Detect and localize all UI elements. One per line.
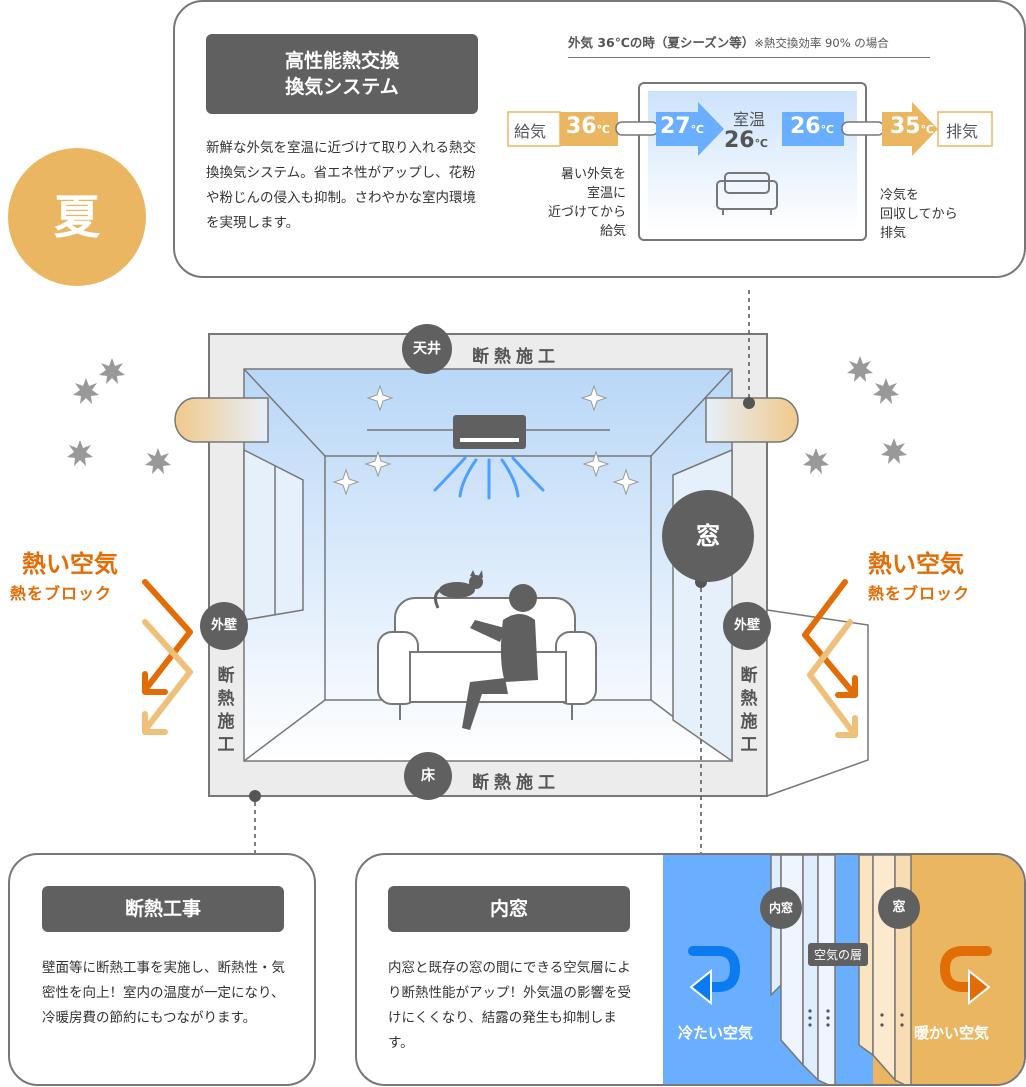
sofa-icon <box>716 172 778 215</box>
note-right: 冷気を 回収してから 排気 <box>880 188 958 241</box>
warm-air-arrow <box>939 946 992 992</box>
condition-main: 外気 36℃の時（夏シーズン等） <box>568 35 755 50</box>
sparkle-icons <box>332 384 640 496</box>
exhaust-label: 排気 <box>946 122 979 141</box>
temp-supply-value: 27 <box>660 114 691 139</box>
cold-air-label: 冷たい空気 <box>678 1024 754 1042</box>
inner-window-title: 内窓 <box>388 886 630 932</box>
inner-window-description: 内窓と既存の窓の間にできる空気層により断熱性能がアップ！外気温の影響を受けにくく… <box>388 960 631 1051</box>
insulation-title: 断熱工事 <box>42 886 284 932</box>
inner-window-diagram <box>663 855 1024 1084</box>
cat-illustration <box>433 570 483 609</box>
temp-outside-out: 35℃ <box>890 114 934 139</box>
temp-outside-out-value: 35 <box>890 114 921 139</box>
right-outer-window <box>766 609 869 798</box>
left-wall-window <box>243 448 304 621</box>
hot-air-arrows-right <box>802 579 858 738</box>
warm-air-arrowhead <box>968 968 991 1006</box>
floor-insulation-text: 断熱施工 <box>472 773 560 793</box>
hot-air-right-sub: 熱をブロック <box>868 584 971 603</box>
insulation-description: 壁面等に断熱工事を実施し、断熱性・気密性を向上！室内の温度が一定になり、冷暖房費… <box>42 960 285 1026</box>
ventilation-condition: 外気 36℃の時（夏シーズン等）※熱交換効率 90% の場合 <box>568 32 930 58</box>
temp-supply: 27℃ <box>660 114 704 139</box>
inner-window-badge: 内窓 <box>760 887 802 929</box>
air-conditioner <box>453 415 526 449</box>
room-temp-value: 26 <box>724 128 755 153</box>
ceiling-insulation-text: 断熱施工 <box>472 347 560 367</box>
dust-particles <box>67 356 907 474</box>
temp-outside-in: 36℃ <box>566 114 610 139</box>
hot-air-left-title: 熱い空気 <box>22 550 118 578</box>
ventilation-description: 新鮮な外気を室温に近づけて取り入れる熱交換換気システム。省エネ性がアップし、花粉… <box>206 140 476 231</box>
wall-badge-right: 外壁 <box>723 602 771 650</box>
return-box <box>782 112 844 146</box>
temp-unit: ℃ <box>920 123 934 136</box>
temp-return-value: 26 <box>790 114 821 139</box>
temp-unit: ℃ <box>754 137 768 150</box>
warm-air-label: 暖かい空気 <box>914 1024 990 1042</box>
room-temp: 26℃ <box>724 128 768 153</box>
heat-exchange-diagram <box>507 82 993 241</box>
person-illustration <box>462 584 538 730</box>
outside-in-box <box>560 112 618 146</box>
wall-insulation-right: 断熱施工 <box>740 666 758 755</box>
condition-note: ※熱交換効率 90% の場合 <box>754 36 889 50</box>
room-temp-label: 室温 <box>733 110 766 129</box>
temp-unit: ℃ <box>596 123 610 136</box>
temp-unit: ℃ <box>690 123 704 136</box>
wall-badge-left: 外壁 <box>200 602 248 650</box>
window-badge: 窓 <box>662 490 754 582</box>
cold-air-arrowhead <box>689 968 712 1006</box>
window-badge-small: 窓 <box>878 887 920 929</box>
temp-return: 26℃ <box>790 114 834 139</box>
wall-insulation-left: 断熱施工 <box>217 666 235 755</box>
supply-arrow <box>656 102 724 156</box>
frame-screws <box>808 1009 904 1027</box>
duct-left <box>174 397 269 443</box>
ceiling-badge: 天井 <box>402 324 452 374</box>
hot-air-left-sub: 熱をブロック <box>10 584 113 603</box>
connector-right <box>841 121 885 136</box>
exhaust-label-box <box>937 111 993 147</box>
floor-badge: 床 <box>404 752 452 800</box>
season-badge: 夏 <box>8 148 146 286</box>
note-left: 暑い外気を 室温に 近づけてから 給気 <box>547 167 626 239</box>
hot-air-arrows-left <box>142 579 193 735</box>
ventilation-title-line1: 高性能熱交換 <box>284 50 399 72</box>
cool-air-icon <box>433 456 545 500</box>
temp-unit: ℃ <box>820 123 834 136</box>
duct-right <box>705 397 799 443</box>
sofa-illustration <box>377 597 597 720</box>
hot-air-right-title: 熱い空気 <box>868 550 964 578</box>
cold-air-arrow <box>688 946 741 992</box>
supply-label: 給気 <box>514 122 547 141</box>
ventilation-title-line2: 換気システム <box>285 76 399 98</box>
ventilation-title: 高性能熱交換 換気システム <box>206 34 478 114</box>
air-layer-label: 空気の層 <box>808 943 869 966</box>
exhaust-arrow <box>882 102 938 156</box>
temp-outside-in-value: 36 <box>566 114 597 139</box>
connector-left <box>615 121 659 136</box>
